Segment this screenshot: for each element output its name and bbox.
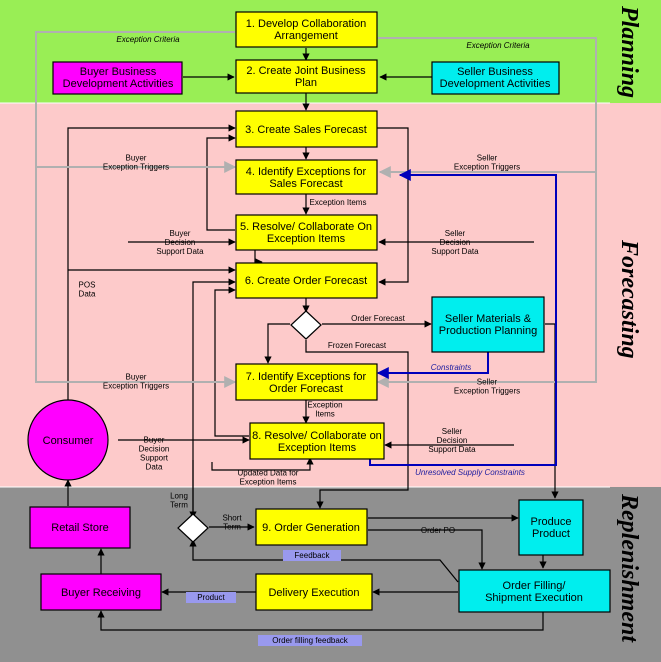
retail-store-box bbox=[29, 506, 131, 549]
arrow-decision-to-step7 bbox=[264, 323, 290, 364]
feedback-text: Feedback bbox=[294, 551, 330, 560]
seller-bd-box bbox=[431, 61, 560, 95]
arrow-pos-data bbox=[67, 124, 236, 400]
step5-box bbox=[235, 214, 378, 251]
order-forecast-text: Order Forecast bbox=[351, 314, 406, 323]
forecast-decision-diamond bbox=[290, 310, 322, 340]
step9-text: 9. Order Generation bbox=[262, 522, 360, 534]
order-po-text: Order PO bbox=[421, 526, 455, 535]
exception-criteria-left bbox=[35, 31, 237, 388]
step8-box bbox=[249, 422, 385, 460]
connectors bbox=[64, 48, 559, 631]
arrow-step5-to-step6 bbox=[254, 250, 263, 266]
produce-box bbox=[518, 499, 584, 556]
step6-text: 6. Create Order Forecast bbox=[245, 275, 367, 287]
step9-box bbox=[255, 508, 368, 546]
filling-box bbox=[458, 569, 611, 613]
arrow-frozen-forecast bbox=[305, 340, 409, 509]
frozen-forecast-text: Frozen Forecast bbox=[328, 341, 387, 350]
exception-criteria-right bbox=[376, 37, 597, 388]
step2-box bbox=[235, 59, 378, 94]
buyer-bd-box bbox=[52, 61, 183, 95]
constraint-lines bbox=[369, 169, 557, 466]
arrow-step8-back-to-step6 bbox=[214, 286, 249, 437]
unresolved-text: Unresolved Supply Constraints bbox=[415, 468, 525, 477]
consumer-circle bbox=[27, 399, 109, 481]
arrow-step5-back-to-step3 bbox=[206, 134, 236, 231]
exc-items-1-text: Exception Items bbox=[310, 198, 367, 207]
product-label-bg bbox=[186, 592, 236, 603]
term-decision-diamond bbox=[177, 513, 209, 543]
arrow-updated-data bbox=[211, 457, 314, 471]
unresolved-constraints-line bbox=[369, 169, 557, 466]
seller-mpp-box bbox=[431, 296, 545, 353]
constraints-text: Constraints bbox=[431, 363, 471, 372]
retail-text: Retail Store bbox=[51, 522, 108, 534]
consumer-text: Consumer bbox=[43, 435, 94, 447]
constraints-line bbox=[376, 352, 489, 379]
buyer-recv-text: Buyer Receiving bbox=[61, 587, 141, 599]
delivery-text: Delivery Execution bbox=[268, 587, 359, 599]
step4-box bbox=[235, 159, 378, 195]
delivery-box bbox=[255, 573, 373, 611]
step7-box bbox=[235, 363, 378, 401]
step6-box bbox=[235, 262, 378, 299]
seller-mpp-text: Seller Materials &Production Planning bbox=[439, 313, 537, 337]
step1-box bbox=[235, 11, 378, 48]
arrow-step3-to-step6 bbox=[376, 127, 409, 286]
order-filling-feedback-bg bbox=[258, 635, 362, 646]
arrow-long-term bbox=[192, 278, 236, 515]
arrow-order-po bbox=[368, 529, 486, 570]
step3-text: 3. Create Sales Forecast bbox=[245, 124, 367, 136]
feedback-label-bg bbox=[283, 550, 341, 561]
filling-text: Order Filling/Shipment Execution bbox=[485, 580, 583, 604]
lane-label-forecasting: Forecasting bbox=[616, 239, 642, 359]
buyer-receiving-box bbox=[40, 573, 162, 611]
exception-trigger-lines bbox=[35, 31, 597, 388]
product-text: Product bbox=[197, 593, 225, 602]
exc-criteria-right-text: Exception Criteria bbox=[466, 41, 530, 50]
arrow-order-filling-feedback bbox=[97, 610, 544, 631]
order-filling-fb-text: Order filling feedback bbox=[272, 636, 349, 645]
lane-label-replenishment: Replenishment bbox=[616, 493, 642, 643]
exc-criteria-left-text: Exception Criteria bbox=[116, 35, 180, 44]
step3-box bbox=[235, 110, 378, 148]
lane-label-planning: Planning bbox=[616, 5, 642, 98]
